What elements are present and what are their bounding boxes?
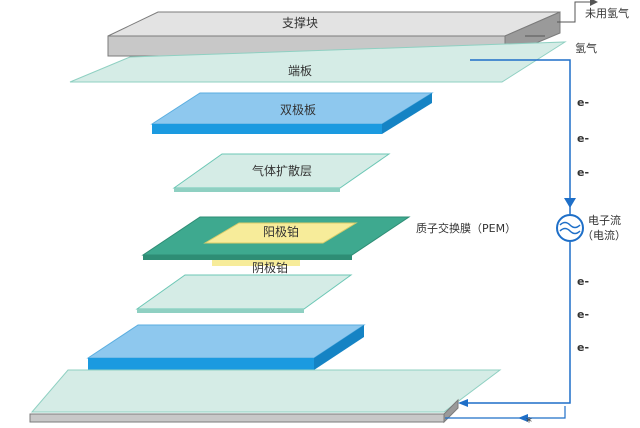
electron-2: e- [577, 132, 589, 145]
end-plate-label: 端板 [288, 64, 312, 78]
electron-1: e- [577, 96, 589, 109]
current-label-line1: 电子流 [588, 213, 621, 227]
bottom-mark: * [526, 415, 532, 428]
pem-label: 质子交换膜（PEM） [416, 221, 516, 235]
gas-diffusion-layer-bottom [135, 274, 353, 313]
left-arrow-icon [458, 399, 468, 407]
electron-markers: e- e- e- e- e- e- [577, 96, 589, 354]
electron-4: e- [577, 275, 589, 288]
anode-platinum: 阳极铂 [203, 222, 358, 244]
anode-platinum-label: 阳极铂 [263, 224, 299, 239]
down-arrow-icon [564, 198, 576, 208]
bipolar-plate-label: 双极板 [280, 103, 316, 117]
electron-3: e- [577, 166, 589, 179]
cathode-platinum-label: 阴极铂 [252, 260, 288, 275]
bipolar-plate-top: 双极板 [150, 92, 434, 134]
support-block-bottom [29, 398, 459, 424]
gas-diffusion-layer-top: 气体扩散层 [172, 153, 391, 192]
electron-6: e- [577, 341, 589, 354]
end-plate-bottom [30, 369, 502, 413]
support-block-label: 支撑块 [282, 15, 318, 30]
left-arrow-icon-bottom [518, 414, 528, 422]
hydrogen-label: 氢气 [575, 41, 597, 55]
flow-lines [445, 0, 598, 419]
current-label-line2: （电流） [582, 228, 626, 242]
current-meter-icon [556, 214, 584, 242]
end-plate-top: 端板 [69, 41, 567, 83]
bipolar-plate-bottom [86, 324, 366, 370]
gas-diffusion-layer-label: 气体扩散层 [252, 163, 312, 178]
cathode-platinum: 阴极铂 [212, 260, 300, 275]
unused-hydrogen-label: 未用氢气 [585, 6, 629, 20]
electron-5: e- [577, 308, 589, 321]
